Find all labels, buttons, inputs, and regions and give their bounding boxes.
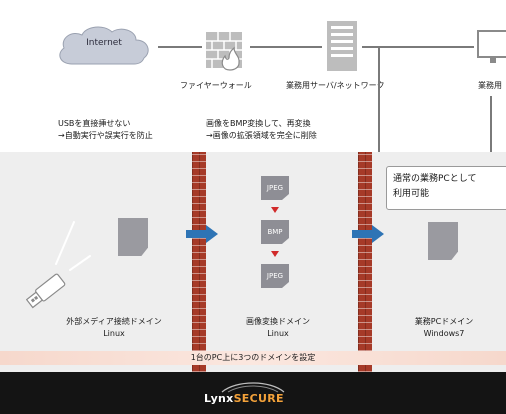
business-pc-document-icon <box>428 222 458 260</box>
flow-arrow-2 <box>352 225 384 243</box>
server-label: 業務用サーバ/ネットワーク <box>286 81 385 90</box>
lynxsecure-logo: LynxSECURE <box>204 392 284 405</box>
pc-label: 業務用 <box>478 81 502 90</box>
domain-os: Linux <box>103 329 125 338</box>
link-internet-firewall <box>158 46 202 48</box>
image-note-line1: 画像をBMP変換して、再変換 <box>206 119 311 128</box>
logo-part-lynx: Lynx <box>204 392 234 405</box>
brick-wall-left <box>192 152 206 372</box>
conversion-arrow-2 <box>271 251 279 257</box>
domain-band <box>0 351 506 365</box>
logo-part-secure: SECURE <box>233 392 284 405</box>
lynxsecure-bar <box>0 372 506 414</box>
firewall-icon <box>206 32 242 71</box>
logo-swoosh-icon <box>221 382 285 393</box>
domain-name: 画像変換ドメイン <box>246 317 310 326</box>
domain-label-business-pc: 業務PCドメイン Windows7 <box>384 316 504 340</box>
brick-wall-right <box>358 152 372 372</box>
format-jpeg-output: JPEG <box>261 264 289 288</box>
domain-band-text: 1台のPC上に3つのドメインを設定 <box>190 353 316 362</box>
firewall-label: ファイヤーウォール <box>180 81 252 90</box>
usb-note-line1: USBを直接挿せない <box>58 119 131 128</box>
usage-callout: 通常の業務PCとして 利用可能 <box>386 166 506 210</box>
server-icon <box>327 21 357 71</box>
image-note: 画像をBMP変換して、再変換 →画像の拡張領域を完全に削除 <box>206 118 317 142</box>
connector-server-domain <box>378 47 380 167</box>
format-jpeg-input: JPEG <box>261 176 289 200</box>
link-server-pc <box>362 46 474 48</box>
domain-label-external-media: 外部メディア接続ドメイン Linux <box>54 316 174 340</box>
format-bmp: BMP <box>261 220 289 244</box>
domain-os: Windows7 <box>423 329 465 338</box>
image-note-line2: →画像の拡張領域を完全に削除 <box>206 131 317 140</box>
domain-label-image-conversion: 画像変換ドメイン Linux <box>218 316 338 340</box>
usb-stick-icon <box>26 221 91 309</box>
callout-line2: 利用可能 <box>393 189 430 199</box>
flow-arrow-1 <box>186 225 218 243</box>
connector-pc-domain <box>490 96 492 166</box>
internet-label: Internet <box>86 38 122 48</box>
conversion-arrow-1 <box>271 207 279 213</box>
link-firewall-server <box>250 46 322 48</box>
callout-line1: 通常の業務PCとして <box>393 174 477 184</box>
domain-name: 業務PCドメイン <box>414 317 474 326</box>
usb-note: USBを直接挿せない →自動実行や誤実行を防止 <box>58 118 153 142</box>
external-media-document-icon <box>118 218 148 256</box>
monitor-icon <box>477 30 506 63</box>
domain-os: Linux <box>267 329 289 338</box>
usb-note-line2: →自動実行や誤実行を防止 <box>58 131 153 140</box>
domain-name: 外部メディア接続ドメイン <box>66 317 162 326</box>
internet-cloud-icon <box>59 26 149 65</box>
